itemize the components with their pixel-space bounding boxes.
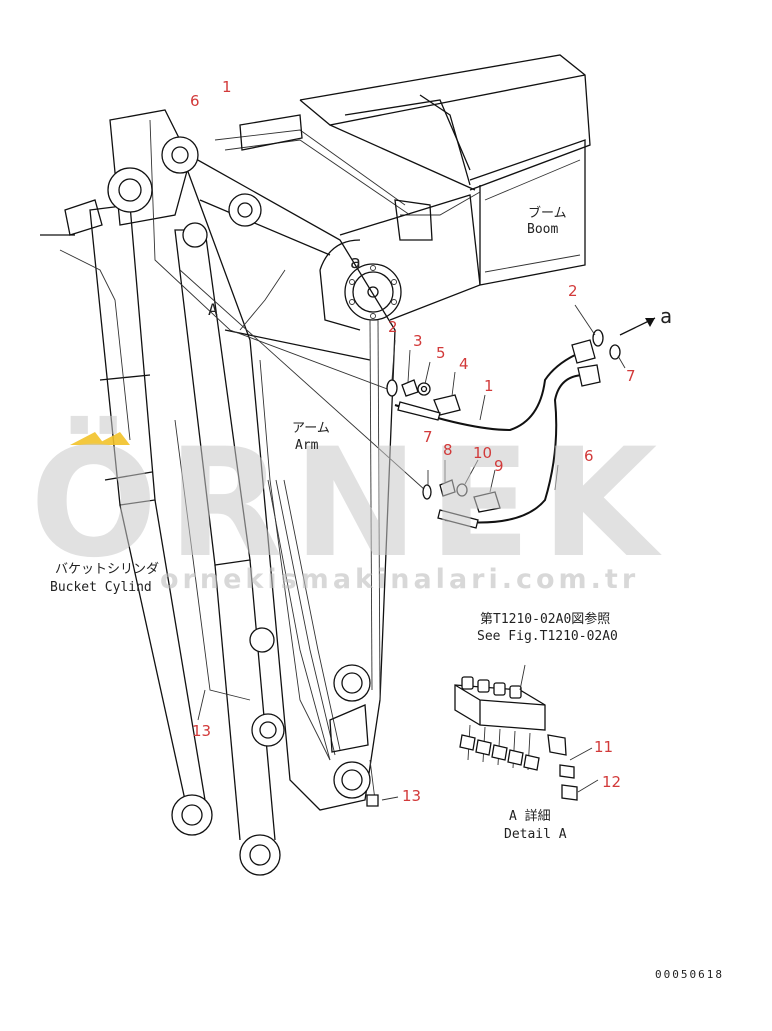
callout-13-left: 13 — [192, 722, 211, 740]
callout-9: 9 — [494, 457, 504, 475]
bucket-cyl-label-en: Bucket Cylind — [50, 580, 152, 595]
callout-12: 12 — [602, 773, 621, 791]
detail-a-label-jp: A 詳細 — [509, 808, 551, 824]
drawing-number: 00050618 — [655, 968, 724, 981]
arm-label-jp: アーム — [292, 421, 330, 436]
watermark-brand: ÖRNEK — [30, 415, 667, 591]
callout-7-right: 7 — [626, 367, 636, 385]
bucket-cylinder — [40, 109, 262, 836]
ref-a-arrow: a — [660, 304, 672, 328]
see-fig-label-jp: 第T1210-02A0図参照 — [480, 611, 610, 627]
watermark: ÖRNEK ornekismakinalari.com.tr — [30, 415, 667, 595]
boom-label-jp: ブーム — [528, 205, 567, 221]
see-fig-label-en: See Fig.T1210-02A0 — [477, 629, 618, 644]
arm-label-en: Arm — [295, 438, 319, 453]
boom-hub — [344, 263, 402, 321]
callout-13-right: 13 — [402, 787, 421, 805]
part-callouts: 1 6 2 7 2 3 5 4 1 7 8 10 9 6 11 12 13 13 — [190, 78, 636, 805]
callout-8: 8 — [443, 441, 453, 459]
boom-structure — [299, 54, 591, 331]
callout-10: 10 — [473, 444, 492, 462]
fitting-parts — [386, 304, 656, 529]
callout-11: 11 — [594, 738, 613, 756]
grease-hoses — [59, 114, 433, 801]
callout-1-top: 1 — [222, 78, 232, 96]
callout-3: 3 — [413, 332, 423, 350]
watermark-url: ornekismakinalari.com.tr — [160, 564, 639, 595]
arm-structure — [178, 148, 396, 811]
watermark-accent-mark — [70, 432, 130, 445]
callout-2: 2 — [388, 318, 398, 336]
callout-1-mid: 1 — [484, 377, 494, 395]
callout-5: 5 — [436, 344, 446, 362]
callout-6-mid: 6 — [584, 447, 594, 465]
bucket-cyl-label-jp: バケットシリンダ — [55, 562, 159, 577]
callout-7: 7 — [423, 428, 433, 446]
callout-4: 4 — [459, 355, 469, 373]
ref-A-marker: A — [208, 300, 218, 319]
ref-a-hub: a — [350, 252, 361, 273]
callout-2-right: 2 — [568, 282, 578, 300]
grease-nipples — [197, 689, 399, 807]
grease-block-detail — [454, 664, 599, 801]
boom-label-en: Boom — [527, 222, 558, 237]
text-labels: ブーム Boom アーム Arm バケットシリンダ Bucket Cylind … — [50, 205, 724, 981]
callout-6-top: 6 — [190, 92, 200, 110]
detail-a-label-en: Detail A — [504, 827, 567, 842]
